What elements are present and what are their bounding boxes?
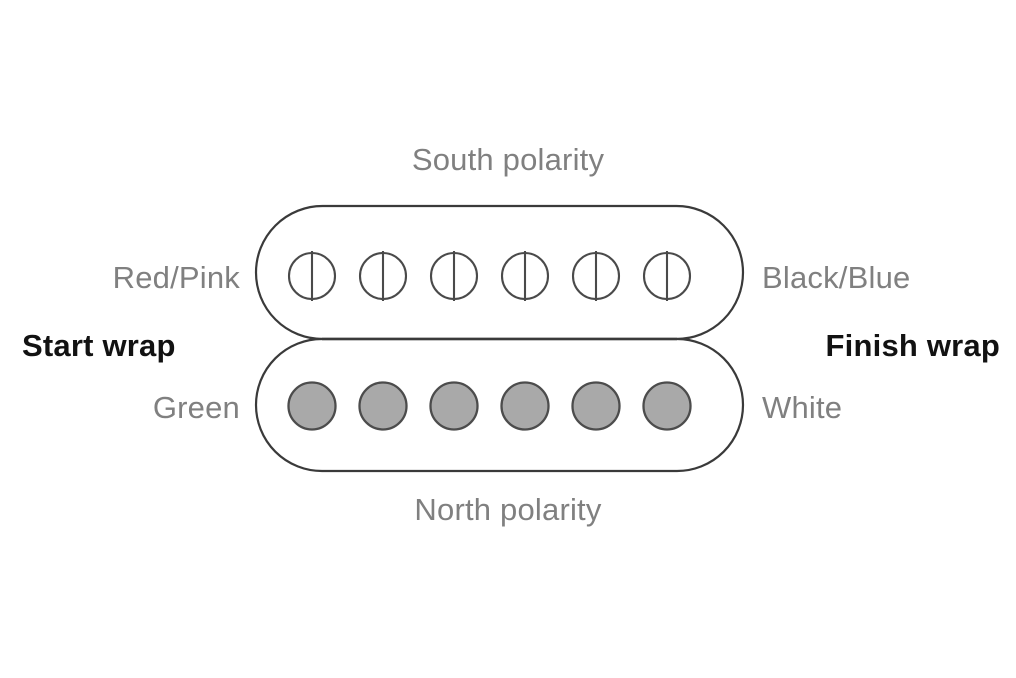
pole-screw-6 [642, 251, 692, 301]
top-coil [254, 204, 745, 341]
pole-slug-5 [571, 381, 621, 431]
finish-wrap-label: Finish wrap [825, 328, 1000, 363]
bottom-coil-pole-slugs [287, 381, 692, 431]
top-coil-pole-screws [287, 251, 692, 301]
pole-slug-6 [642, 381, 692, 431]
pole-slug-3 [429, 381, 479, 431]
north-polarity-label: North polarity [414, 492, 602, 527]
white-wire-label: White [762, 390, 843, 425]
black-blue-wire-label: Black/Blue [762, 260, 911, 295]
start-wrap-label: Start wrap [22, 328, 176, 363]
green-wire-label: Green [152, 390, 240, 425]
pole-screw-5 [571, 251, 621, 301]
red-pink-wire-label: Red/Pink [112, 260, 240, 295]
south-polarity-label: South polarity [411, 142, 605, 177]
pole-screw-3 [429, 251, 479, 301]
bottom-coil [254, 337, 745, 473]
pole-screw-4 [500, 251, 550, 301]
pole-slug-4 [500, 381, 550, 431]
pole-slug-2 [358, 381, 408, 431]
pole-screw-1 [287, 251, 337, 301]
pole-screw-2 [358, 251, 408, 301]
humbucker-pickup-illustration [254, 204, 745, 473]
pole-slug-1 [287, 381, 337, 431]
